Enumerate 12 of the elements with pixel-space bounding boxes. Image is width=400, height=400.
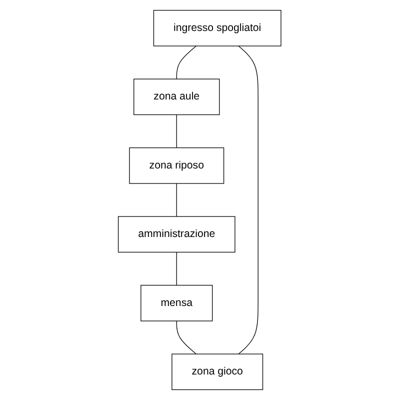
- connector: [176, 320, 197, 354]
- connector: [176, 114, 178, 148]
- node-box: amministrazione: [118, 216, 236, 253]
- connector: [238, 46, 259, 354]
- node-box: ingresso spogliatoi: [154, 10, 282, 46]
- node-box: zona riposo: [129, 147, 224, 184]
- node-box: mensa: [140, 284, 214, 322]
- connector: [176, 46, 197, 80]
- connector: [176, 252, 178, 286]
- node-box: zona gioco: [172, 354, 264, 390]
- connector: [176, 183, 178, 217]
- node-box: zona aule: [134, 78, 220, 116]
